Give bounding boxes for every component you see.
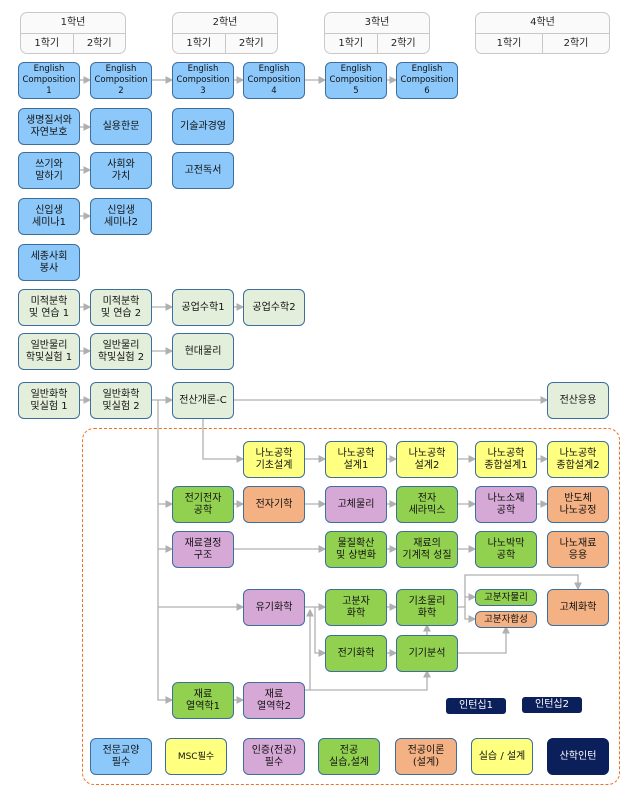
course-crystal-structure[interactable]: 재료결정 구조 — [172, 531, 234, 568]
legend-general-required: 전문교양 필수 — [90, 738, 152, 775]
course-organic-chemistry[interactable]: 유기화학 — [243, 589, 305, 626]
course-instrumental-analysis[interactable]: 기기분석 — [396, 635, 458, 672]
course-life-order[interactable]: 생명질서와 자연보호 — [18, 108, 80, 145]
course-polymer-synthesis[interactable]: 고분자합성 — [475, 611, 537, 628]
course-diffusion-phase[interactable]: 물질확산 및 상변화 — [325, 531, 387, 568]
course-society-values[interactable]: 사회와 가치 — [90, 152, 152, 189]
course-solid-chemistry[interactable]: 고체화학 — [547, 589, 609, 626]
course-chemistry-1[interactable]: 일반화학 및실험 1 — [18, 382, 80, 419]
course-eng-math-1[interactable]: 공업수학1 — [172, 289, 234, 326]
course-thermodynamics-2[interactable]: 재료 열역학2 — [243, 682, 305, 719]
course-thin-film[interactable]: 나노박막 공학 — [475, 531, 537, 568]
course-english-composition-5[interactable]: English Composition 5 — [325, 62, 387, 99]
course-polymer-chemistry[interactable]: 고분자 화학 — [325, 589, 387, 626]
course-english-composition-2[interactable]: English Composition 2 — [90, 62, 152, 99]
course-writing-speaking[interactable]: 쓰기와 말하기 — [18, 152, 80, 189]
legend-msc-required: MSC필수 — [165, 738, 227, 775]
course-english-composition-3[interactable]: English Composition 3 — [172, 62, 234, 99]
course-nano-basic-design[interactable]: 나노공학 기초설계 — [243, 441, 305, 478]
course-social-service[interactable]: 세종사회 봉사 — [18, 244, 80, 281]
course-thermodynamics-1[interactable]: 재료 열역학1 — [172, 682, 234, 719]
course-english-composition-4[interactable]: English Composition 4 — [243, 62, 305, 99]
course-modern-physics[interactable]: 현대물리 — [172, 333, 234, 370]
semester-label: 1학기 — [21, 34, 74, 54]
semester-label: 2학기 — [563, 38, 589, 49]
legend-industry-intern: 산학인턴 — [547, 738, 609, 775]
year-label: 3학년 — [325, 13, 429, 34]
course-seminar-1[interactable]: 신입생 세미나1 — [18, 198, 80, 235]
semester-label: 2학기 — [86, 38, 112, 49]
course-calculus-1[interactable]: 미적분학 및 연습 1 — [18, 289, 80, 326]
course-physics-2[interactable]: 일반물리 학및실험 2 — [90, 333, 152, 370]
course-nano-design-1[interactable]: 나노공학 설계1 — [325, 441, 387, 478]
course-nano-design-2[interactable]: 나노공학 설계2 — [396, 441, 458, 478]
major-zone — [82, 428, 620, 785]
semester-label: 1학기 — [173, 34, 226, 54]
course-physical-chemistry[interactable]: 기초물리 화학 — [396, 589, 458, 626]
course-eng-math-2[interactable]: 공업수학2 — [243, 289, 305, 326]
semester-label: 1학기 — [325, 34, 378, 54]
course-practical-hanmun[interactable]: 실용한문 — [90, 108, 152, 145]
course-electromagnetics[interactable]: 전자기학 — [243, 486, 305, 523]
course-physics-1[interactable]: 일반물리 학및실험 1 — [18, 333, 80, 370]
legend-major-required: 인증(전공) 필수 — [243, 738, 305, 775]
course-solid-state-physics[interactable]: 고체물리 — [325, 486, 387, 523]
course-computing-c[interactable]: 전산개론-C — [172, 382, 234, 419]
course-electrical-electronic[interactable]: 전기전자 공학 — [172, 486, 234, 523]
year-label: 1학년 — [21, 13, 125, 34]
course-internship-1[interactable]: 인턴십1 — [446, 698, 506, 714]
course-electronic-ceramics[interactable]: 전자 세라믹스 — [396, 486, 458, 523]
course-nano-capstone-2[interactable]: 나노공학 종합설계2 — [547, 441, 609, 478]
course-seminar-2[interactable]: 신입생 세미나2 — [90, 198, 152, 235]
year-label: 2학년 — [173, 13, 277, 34]
course-internship-2[interactable]: 인턴십2 — [522, 697, 582, 713]
course-calculus-2[interactable]: 미적분학 및 연습 2 — [90, 289, 152, 326]
course-english-composition-1[interactable]: English Composition 1 — [18, 62, 80, 99]
course-mechanical-properties[interactable]: 재료의 기계적 성질 — [396, 531, 458, 568]
year-label: 4학년 — [476, 13, 609, 34]
legend-major-practice: 전공 실습,설계 — [318, 738, 380, 775]
course-tech-management[interactable]: 기술과경영 — [172, 108, 234, 145]
course-electrochemistry[interactable]: 전기화학 — [325, 635, 387, 672]
course-chemistry-2[interactable]: 일반화학 및실험 2 — [90, 382, 152, 419]
course-english-composition-6[interactable]: English Composition 6 — [396, 62, 458, 99]
course-computing-applications[interactable]: 전산응용 — [547, 382, 609, 419]
legend-major-theory: 전공이론 (설계) — [395, 738, 457, 775]
semester-label: 1학기 — [476, 34, 543, 54]
semester-label: 2학기 — [390, 38, 416, 49]
course-nano-materials-app[interactable]: 나노재료 응용 — [547, 531, 609, 568]
semester-label: 2학기 — [238, 38, 264, 49]
course-semiconductor-process[interactable]: 반도체 나노공정 — [547, 486, 609, 523]
legend-practice-design: 실습 / 설계 — [471, 738, 533, 775]
course-polymer-physics[interactable]: 고분자물리 — [475, 589, 537, 606]
course-nano-materials[interactable]: 나노소재 공학 — [475, 486, 537, 523]
course-nano-capstone-1[interactable]: 나노공학 종합설계1 — [475, 441, 537, 478]
course-classics[interactable]: 고전독서 — [172, 152, 234, 189]
